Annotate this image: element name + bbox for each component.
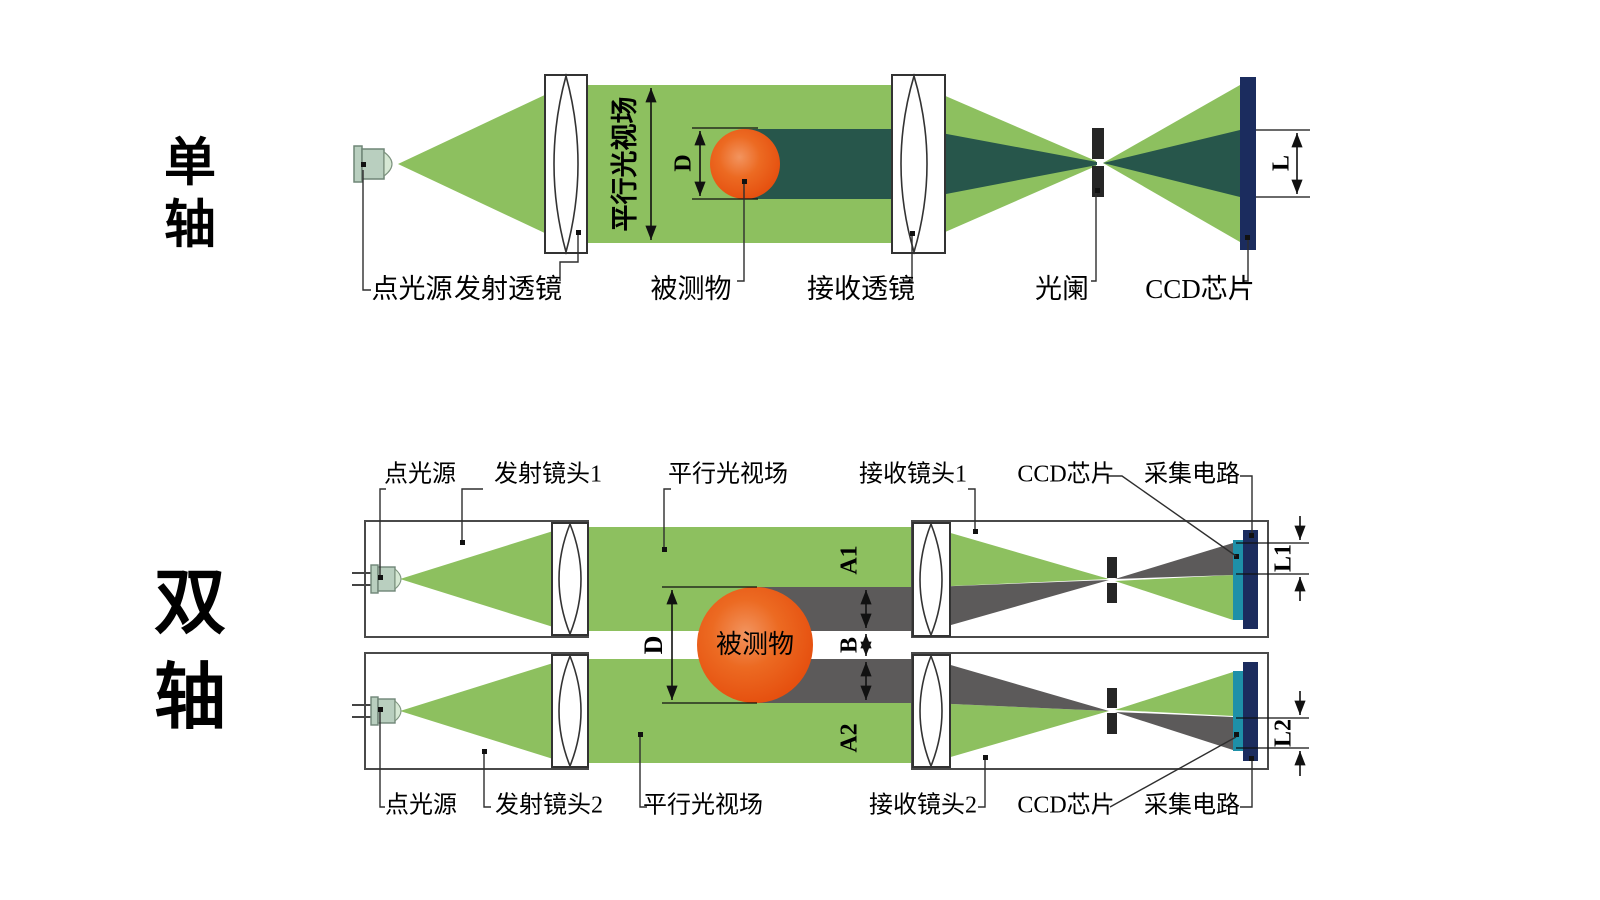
aperture-1	[1107, 557, 1117, 603]
label-emit-lens-single: 发射透镜	[454, 274, 562, 304]
label-source-single: 点光源	[372, 274, 453, 304]
label-ccd-single: CCD芯片	[1145, 274, 1255, 304]
ccd-chip-1	[1233, 540, 1243, 620]
dual-axis-diagram: 被测物 D A1 B A2 L1	[154, 461, 1309, 819]
single-axis-title-char2: 轴	[164, 197, 216, 255]
label-object-single: 被测物	[651, 274, 732, 304]
measured-object-ball-dual	[697, 587, 813, 703]
a1-label: A1	[837, 545, 863, 574]
single-emit-cone	[398, 85, 566, 243]
dim-b: B	[837, 634, 872, 656]
emit-lens-2	[551, 653, 589, 769]
label-ccd-1: CCD芯片	[1017, 461, 1114, 488]
dual-bottom-shadow-diverging	[1115, 712, 1233, 750]
recv-lens-2	[912, 653, 951, 769]
dim-l1: L1	[1236, 516, 1309, 601]
single-shadow-converging	[920, 129, 1097, 199]
emit-lens-1	[551, 521, 589, 637]
label-recv-lens-single: 接收透镜	[807, 274, 915, 304]
dual-top-leaders	[378, 475, 1254, 580]
d-label-single: D	[671, 154, 697, 171]
single-leaders	[362, 170, 1249, 291]
dual-top-diverging-green	[1115, 575, 1233, 620]
label-recv-lens-2: 接收镜头2	[869, 792, 977, 819]
dual-axis-title-char2: 轴	[154, 658, 226, 738]
dim-d-single: D	[671, 127, 758, 200]
label-ccd-2: CCD芯片	[1017, 792, 1114, 819]
l1-label: L1	[1271, 544, 1297, 572]
dim-l-single: L	[1256, 129, 1310, 198]
label-emit-lens-1: 发射镜头1	[494, 461, 602, 488]
measured-object-ball-single	[710, 129, 780, 199]
label-source-1: 点光源	[384, 461, 456, 488]
circuit-board-2	[1243, 662, 1258, 761]
dual-top-emit-cone	[400, 527, 566, 631]
field-label-single: 平行光视场	[609, 97, 640, 232]
dual-bottom-diverging-green	[1115, 672, 1233, 716]
label-circuit-2: 采集电路	[1144, 792, 1240, 819]
dim-d-dual: D	[639, 586, 757, 704]
dim-a1: A1	[837, 545, 872, 628]
dual-top-shadow-diverging	[1115, 543, 1233, 579]
dual-top-converging-green	[930, 527, 1109, 587]
label-field-2: 平行光视场	[643, 792, 763, 819]
label-circuit-1: 采集电路	[1144, 461, 1240, 488]
ccd-assembly-1	[1233, 530, 1258, 629]
dim-l2: L2	[1236, 691, 1309, 776]
single-axis-title-char1: 单	[164, 135, 216, 193]
circuit-board-1	[1243, 530, 1258, 629]
recv-lens-1	[912, 521, 951, 638]
recv-lens-single	[891, 73, 946, 255]
emit-lens-single	[544, 72, 588, 256]
d-label-dual: D	[639, 636, 668, 655]
l2-label: L2	[1271, 719, 1297, 747]
dim-a2: A2	[837, 662, 872, 753]
label-field-1: 平行光视场	[668, 461, 788, 488]
dual-bottom-converging-green	[930, 703, 1109, 763]
dual-bottom-leaders	[378, 707, 1254, 808]
ccd-chip-2	[1233, 671, 1243, 751]
label-recv-lens-1: 接收镜头1	[859, 461, 967, 488]
single-shadow-diverging	[1103, 130, 1240, 197]
dim-field-single: 平行光视场	[609, 88, 657, 240]
point-source-2	[352, 696, 402, 726]
l-label-single: L	[1269, 155, 1295, 171]
dual-green-beams	[400, 527, 1233, 763]
dual-axis-title-char1: 双	[154, 563, 226, 643]
point-source-single	[353, 145, 393, 183]
aperture-2	[1107, 688, 1117, 734]
point-source-1	[352, 564, 402, 594]
label-object-dual: 被测物	[716, 630, 794, 659]
b-label: B	[837, 637, 863, 653]
aperture-single	[1092, 128, 1104, 197]
dual-top-shadow-converging	[930, 580, 1109, 631]
ccd-assembly-2	[1233, 662, 1258, 761]
label-emit-lens-2: 发射镜头2	[495, 792, 603, 819]
ccd-chip-single	[1240, 77, 1256, 250]
label-source-2: 点光源	[385, 792, 457, 819]
dual-bottom-emit-cone	[400, 659, 566, 763]
dual-bottom-shadow-converging	[930, 659, 1109, 711]
single-axis-diagram: 平行光视场 D L 点光源 发射	[164, 72, 1310, 304]
a2-label: A2	[837, 723, 863, 752]
label-aperture-single: 光阑	[1035, 274, 1089, 304]
